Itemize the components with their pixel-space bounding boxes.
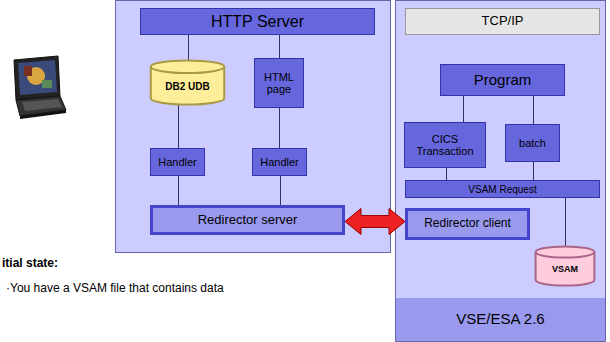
connector-line [533,96,534,124]
protocol-bar: TCP/IP [405,8,600,35]
host-panel [396,1,606,342]
batch-box: batch [505,124,560,162]
node-text: TCP/IP [482,14,524,28]
node-text: Program [474,72,532,89]
os-band: VSE/ESA 2.6 [396,298,605,341]
node-text: DB2 UDB [165,81,209,92]
node-text: HTTP Server [211,13,304,31]
program-box: Program [440,64,565,96]
section-heading: itial state: [2,256,58,270]
redirector-box: Redirector server [150,205,345,235]
node-text: CICS Transaction [405,133,485,157]
connector-line [279,108,280,148]
connector-line [463,96,464,122]
node-text: batch [519,137,546,149]
server-bar: HTTP Server [140,8,375,35]
connector-line [280,176,281,205]
connector-line [533,162,534,180]
connector-line [446,168,447,180]
laptop-icon [14,56,66,119]
storage-cylinder: VSAM [535,246,595,286]
web-server-panel [116,1,391,253]
request-bar: VSAM Request [405,180,600,198]
page-box: HTML page [254,58,304,108]
handler-box: Handler [252,148,307,176]
node-text: Handler [158,156,197,168]
node-text: Redirector client [424,217,511,230]
connector-line [178,176,179,205]
connector-line [188,35,189,60]
transaction-box: CICS Transaction [404,122,486,168]
node-text: VSAM [552,265,578,275]
node-text: VSE/ESA 2.6 [456,311,544,328]
block-arrow [345,209,405,235]
connector-line [565,198,566,246]
database-cylinder: DB2 UDB [150,60,225,105]
connector-line [178,105,179,148]
node-text: HTML page [255,71,303,95]
handler-box: Handler [150,148,205,176]
redirector-box: Redirector client [405,208,530,240]
node-text: Redirector server [198,213,298,227]
node-text: VSAM Request [468,184,536,195]
node-text: Handler [260,156,299,168]
connector-line [279,35,280,58]
note-text: ·You have a VSAM file that contains data [6,281,224,295]
